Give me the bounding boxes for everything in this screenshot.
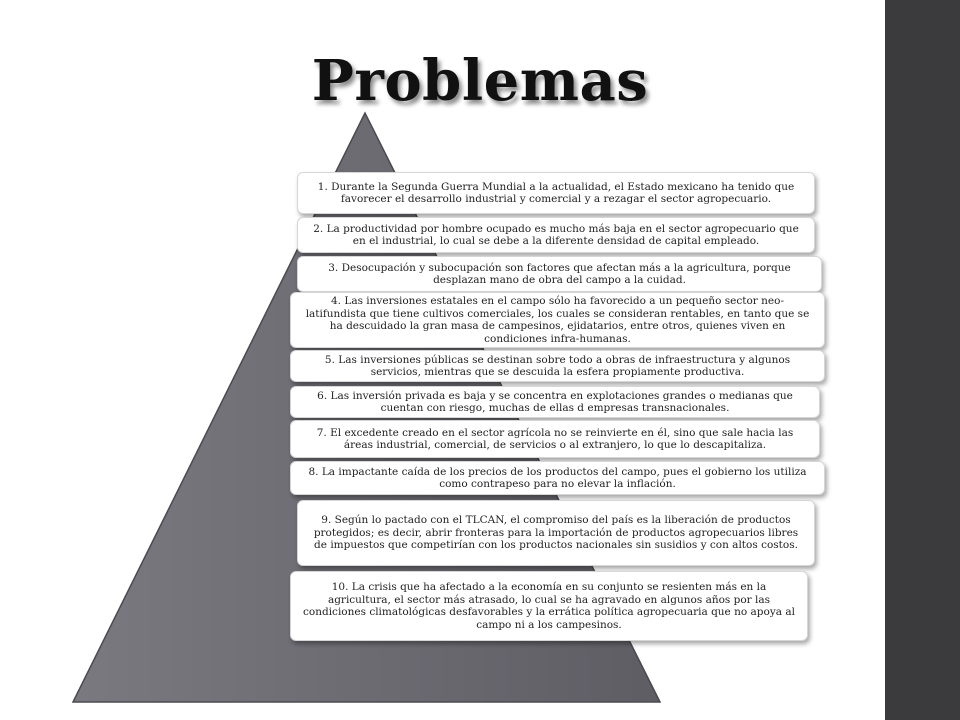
side-bar [885,0,960,720]
problem-item-7: 7. El excedente creado en el sector agrí… [290,420,820,458]
problem-item-10: 10. La crisis que ha afectado a la econo… [290,571,808,641]
problem-item-3: 3. Desocupación y subocupación son facto… [297,256,822,292]
problem-item-8: 8. La impactante caída de los precios de… [290,461,825,495]
problem-item-6: 6. Las inversión privada es baja y se co… [290,386,820,418]
problem-item-text: 8. La impactante caída de los precios de… [308,465,807,491]
problem-item-text: 7. El excedente creado en el sector agrí… [316,426,794,452]
problem-item-9: 9. Según lo pactado con el TLCAN, el com… [297,500,815,566]
problem-item-4: 4. Las inversiones estatales en el campo… [290,292,825,348]
problem-item-5: 5. Las inversiones públicas se destinan … [290,350,825,382]
problem-item-text: 9. Según lo pactado con el TLCAN, el com… [313,514,799,552]
problem-item-text: 6. Las inversión privada es baja y se co… [317,389,793,415]
problem-item-text: 10. La crisis que ha afectado a la econo… [303,581,795,631]
problem-item-1: 1. Durante la Segunda Guerra Mundial a l… [297,172,815,214]
problem-item-text: 4. Las inversiones estatales en el campo… [305,295,810,345]
slide-title: Problemas [311,48,649,114]
problem-item-text: 5. Las inversiones públicas se destinan … [324,353,791,379]
problem-item-text: 2. La productividad por hombre ocupado e… [313,222,799,248]
problem-item-text: 1. Durante la Segunda Guerra Mundial a l… [317,180,795,206]
problem-item-2: 2. La productividad por hombre ocupado e… [297,217,815,253]
problem-item-text: 3. Desocupación y subocupación son facto… [328,261,791,287]
